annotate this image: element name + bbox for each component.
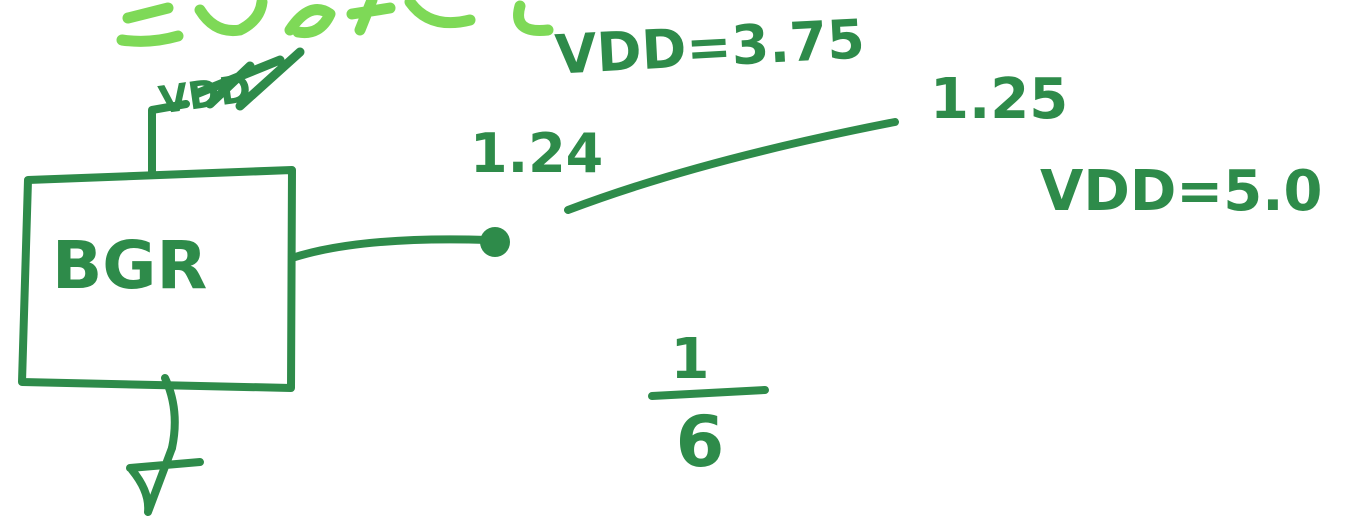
- ground-wire: [161, 374, 179, 452]
- vdd-high-label: VDD=5.0: [1040, 159, 1322, 224]
- output-trend-line: [564, 118, 899, 214]
- output-high-value: 1.25: [930, 67, 1068, 132]
- ground-symbol: [126, 444, 204, 516]
- bgr-block: [18, 166, 296, 392]
- supply-label-scratch: [191, 47, 305, 111]
- output-low-value: 1.24: [470, 122, 603, 185]
- vdd-low-label: VDD=3.75: [553, 7, 866, 86]
- bgr-label: BGR: [52, 227, 207, 304]
- output-node: [480, 227, 510, 257]
- fraction-denominator: 6: [676, 401, 725, 483]
- top-cutoff-scribble: [116, 0, 554, 47]
- supply-wire: [148, 100, 190, 178]
- output-wire: [288, 235, 492, 262]
- fraction-numerator: 1: [671, 327, 710, 392]
- fraction-bar: [648, 386, 769, 400]
